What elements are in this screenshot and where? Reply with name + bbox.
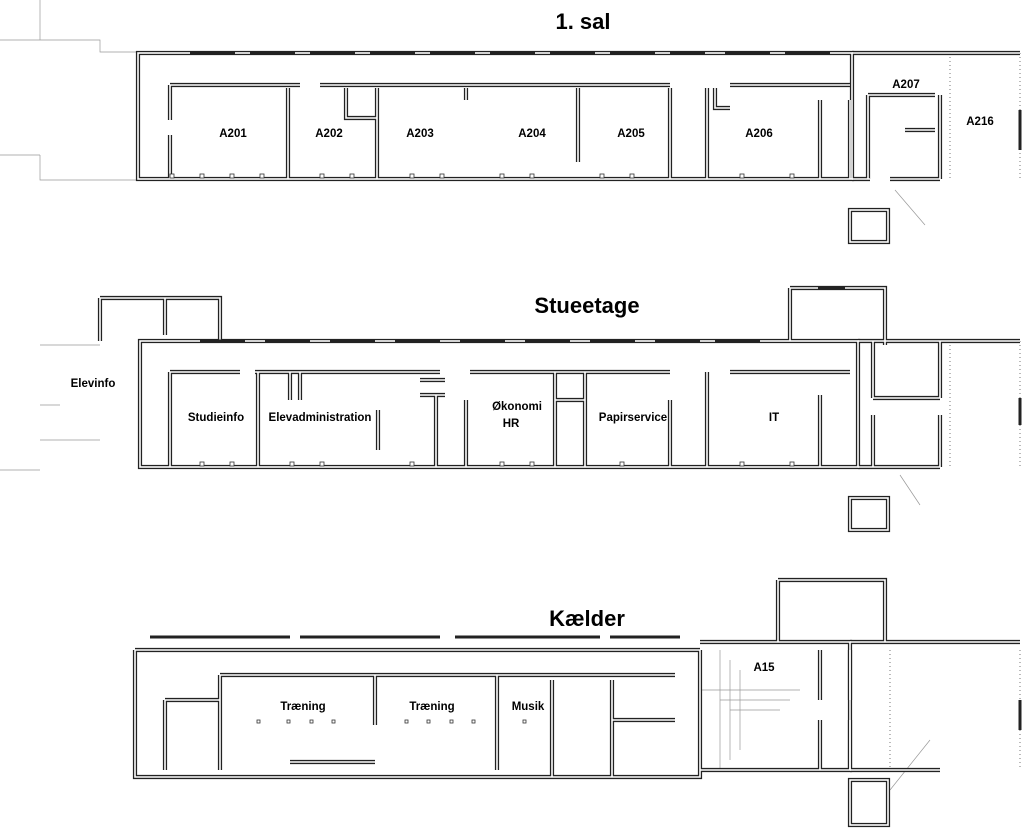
- room-a206: A206: [745, 128, 773, 140]
- room-a204: A204: [518, 128, 546, 140]
- room-hr: HR: [503, 418, 520, 430]
- room-a216: A216: [966, 116, 994, 128]
- floor-title-stueetage: Stueetage: [534, 293, 639, 318]
- room-papirservice: Papirservice: [599, 412, 667, 424]
- room-a205: A205: [617, 128, 645, 140]
- room-traening-1: Træning: [280, 701, 325, 713]
- room-elevadministration: Elevadministration: [269, 412, 372, 424]
- walls: [100, 53, 1020, 825]
- room-elevinfo: Elevinfo: [71, 378, 116, 390]
- room-a202: A202: [315, 128, 343, 140]
- room-it: IT: [769, 412, 779, 424]
- columns: [169, 173, 795, 724]
- windows: [150, 51, 1022, 730]
- floor-title-kaelder: Kælder: [549, 606, 625, 631]
- room-musik: Musik: [512, 701, 545, 713]
- room-a15: A15: [753, 662, 775, 674]
- room-studieinfo: Studieinfo: [188, 412, 244, 424]
- room-traening-2: Træning: [409, 701, 454, 713]
- room-a203: A203: [406, 128, 434, 140]
- room-okonomi: Økonomi: [492, 401, 542, 413]
- room-a207: A207: [892, 79, 920, 91]
- neighbor-building-outline: [0, 0, 1021, 791]
- room-a201: A201: [219, 128, 247, 140]
- floor-title-1-sal: 1. sal: [555, 9, 610, 34]
